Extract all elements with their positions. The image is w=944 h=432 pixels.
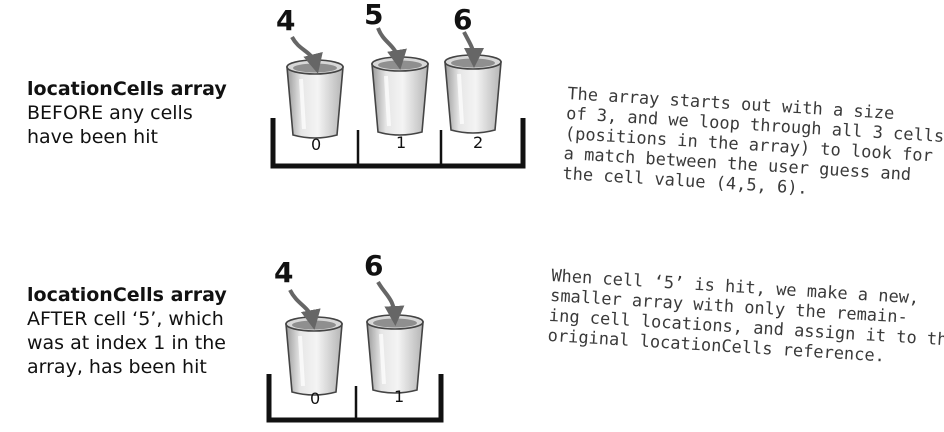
before-arrow-3 (462, 31, 484, 68)
after-label-line-3: array, has been hit (27, 356, 207, 378)
before-label-line-1: BEFORE any cells (27, 102, 193, 124)
after-cup-2 (365, 313, 425, 395)
before-tray (270, 118, 526, 169)
before-cup-2 (370, 55, 430, 137)
before-index-0: 0 (311, 135, 321, 154)
before-cup-1 (285, 58, 345, 140)
before-array: 4 5 6 0 1 2 (270, 0, 526, 169)
before-cup-value-1: 4 (276, 4, 295, 37)
after-cup-value-2: 6 (364, 249, 383, 282)
before-label-line-2: have been hit (27, 126, 158, 148)
after-label: locationCells array AFTER cell ‘5’, whic… (27, 283, 227, 379)
after-index-0: 0 (310, 389, 320, 408)
after-cup-value-1: 4 (274, 256, 293, 289)
before-arrow-2 (376, 27, 407, 70)
after-label-line-2: was at index 1 in the (27, 332, 226, 354)
before-label: locationCells array BEFORE any cells hav… (27, 77, 227, 149)
before-index-1: 1 (396, 133, 406, 152)
before-arrow-1 (290, 35, 323, 74)
before-cup-value-3: 6 (453, 3, 472, 36)
before-label-title: locationCells array (27, 78, 227, 100)
after-cup-1 (284, 315, 344, 397)
after-label-title: locationCells array (27, 284, 227, 306)
before-cup-3 (443, 53, 503, 135)
after-index-1: 1 (394, 387, 404, 406)
after-arrow-2 (376, 280, 405, 326)
before-index-2: 2 (473, 133, 483, 152)
after-label-line-1: AFTER cell ‘5’, which (27, 308, 224, 330)
after-array: 4 6 0 1 (266, 249, 444, 423)
before-cup-value-2: 5 (364, 0, 383, 31)
after-arrow-1 (288, 289, 321, 330)
